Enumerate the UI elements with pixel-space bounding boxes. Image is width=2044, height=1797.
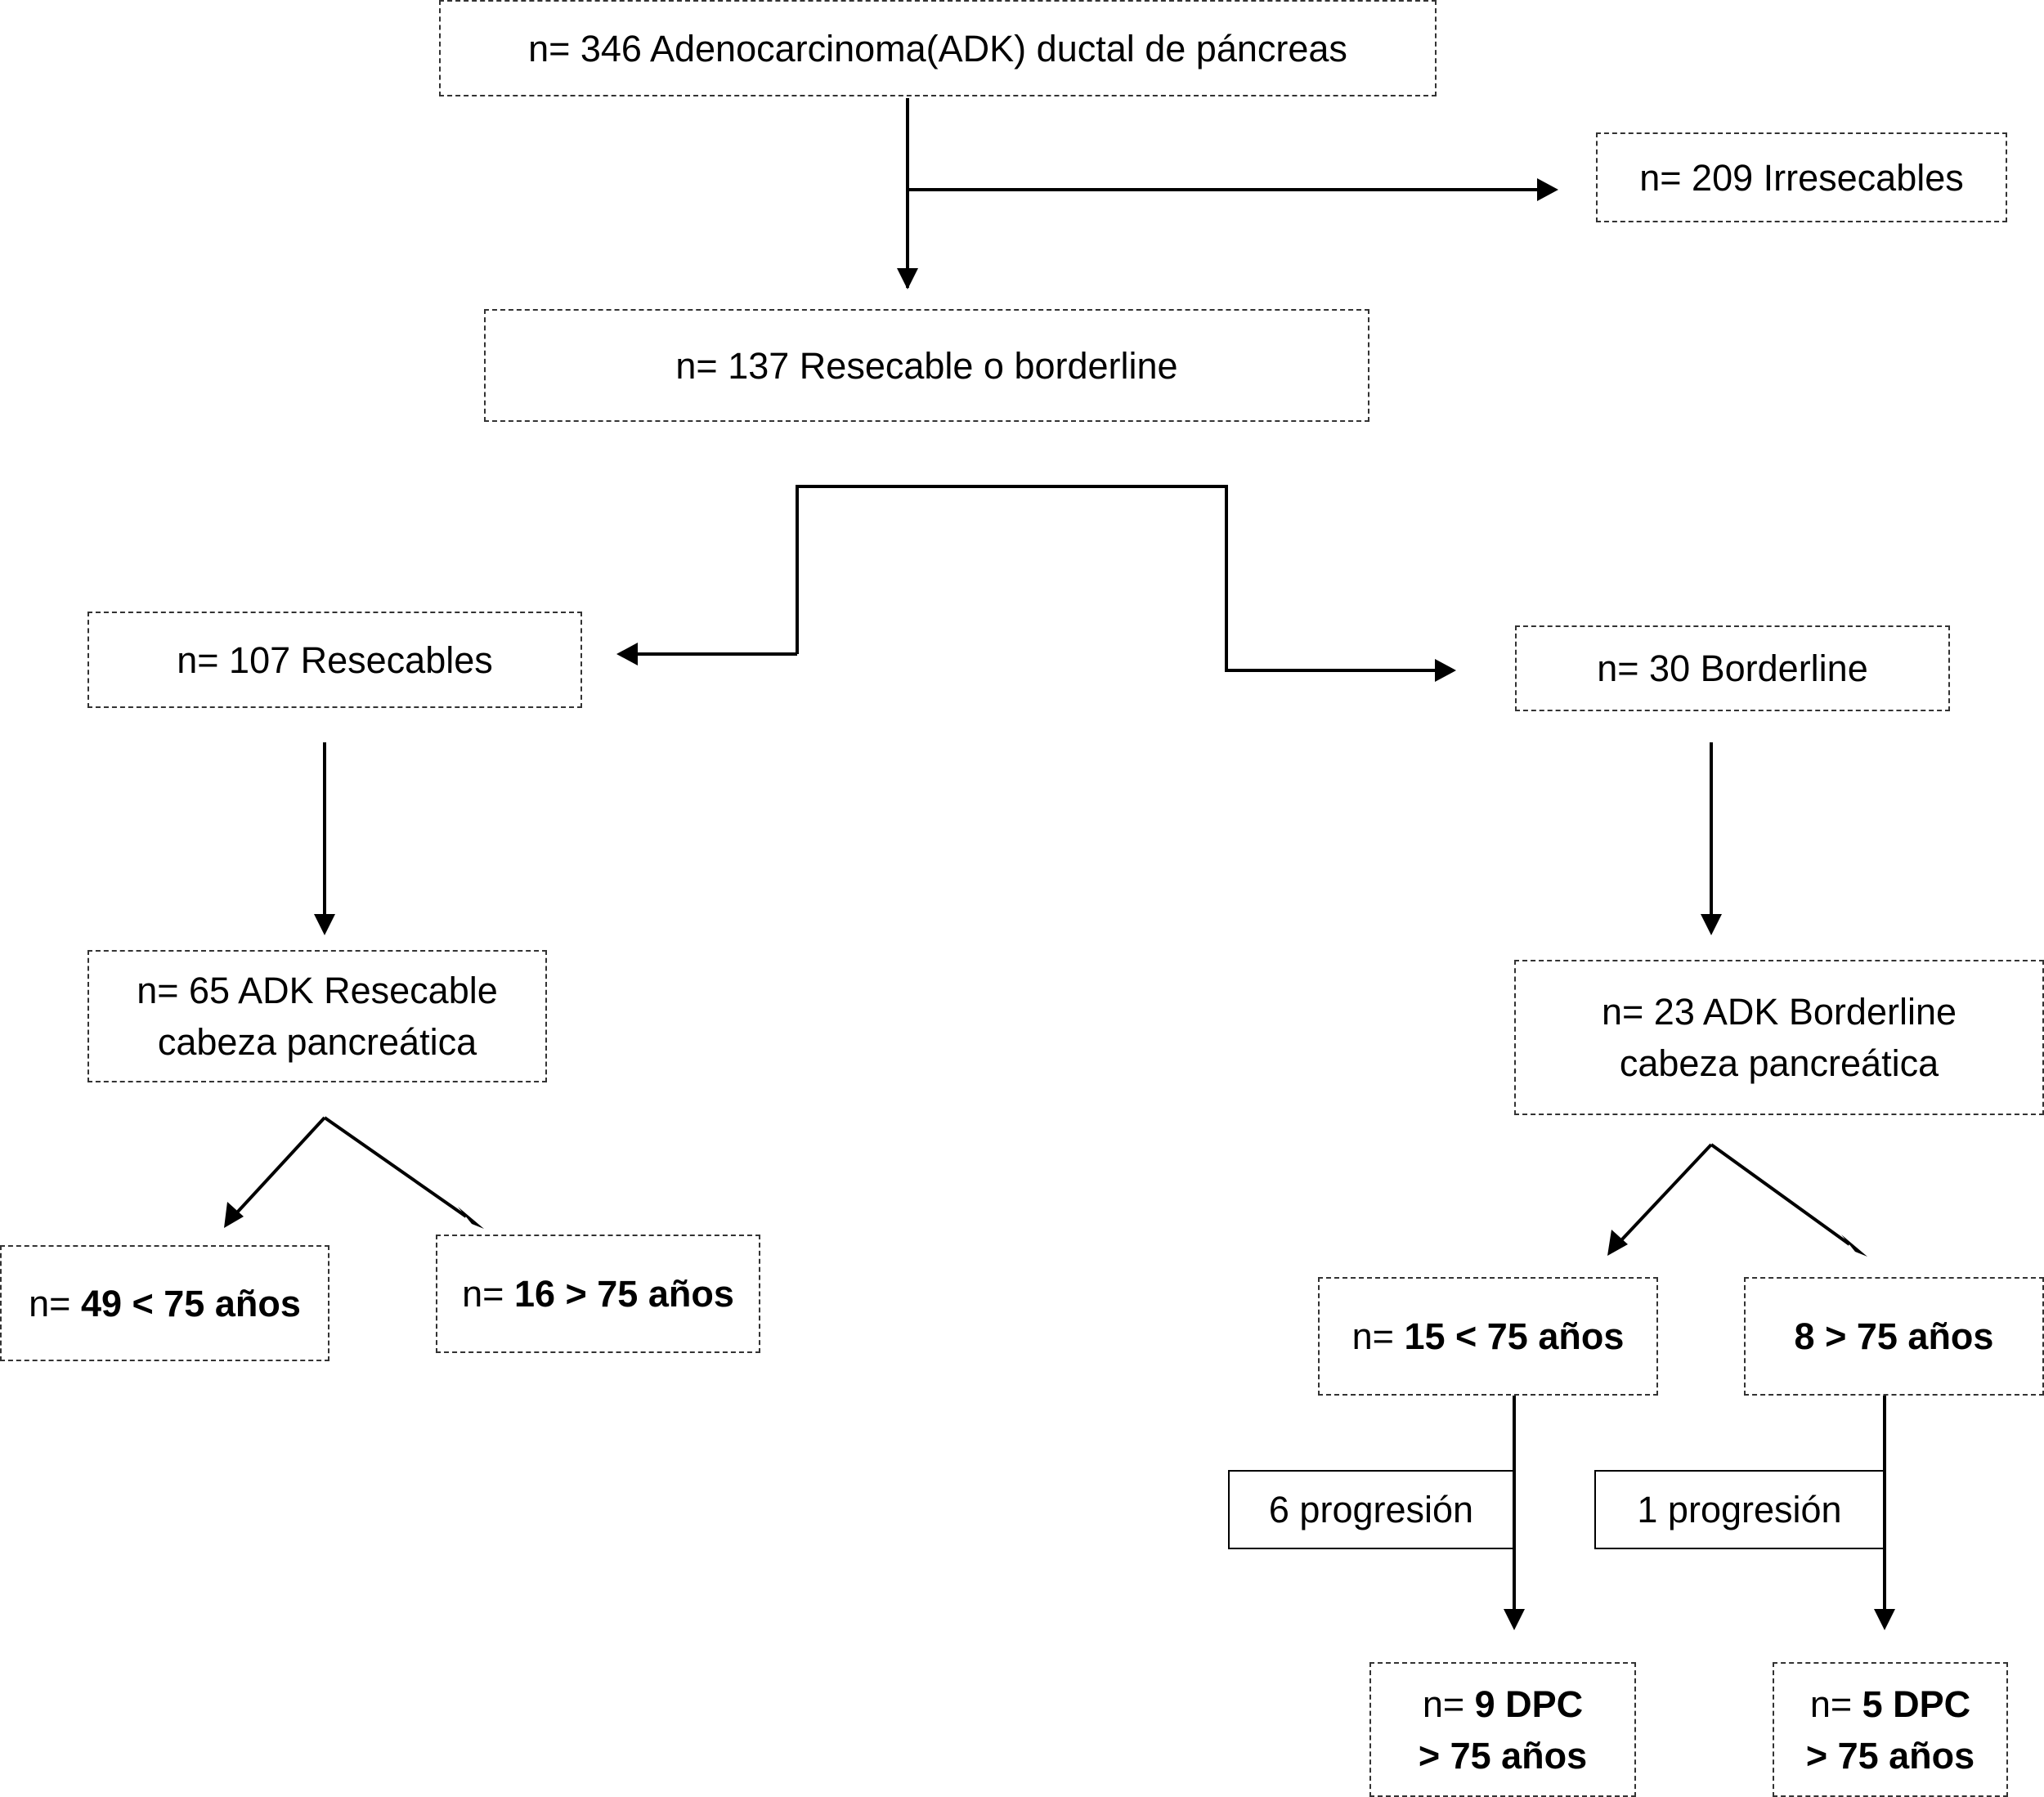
node-bord-under75: n= 15 < 75 años — [1318, 1277, 1658, 1396]
node-dpc-9-line2: > 75 años — [1418, 1734, 1588, 1777]
node-res-under75: n= 49 < 75 años — [0, 1245, 329, 1361]
node-res-under75-label: n= 49 < 75 años — [29, 1282, 301, 1324]
node-bord-under75-label: n= 15 < 75 años — [1351, 1315, 1625, 1357]
node-adk-borderline-line1: n= 23 ADK Borderline — [1601, 991, 1957, 1033]
node-root-label: n= 346 Adenocarcinoma(ADK) ductal de pán… — [528, 27, 1347, 69]
node-res-under75-bold: 49 < 75 años — [80, 1282, 301, 1324]
node-dpc-5: n= 5 DPC > 75 años — [1773, 1662, 2008, 1797]
node-resecable-borderline-label: n= 137 Resecable o borderline — [675, 344, 1178, 387]
node-adk-borderline: n= 23 ADK Borderline cabeza pancreática — [1514, 960, 2044, 1115]
arrowhead — [897, 268, 918, 289]
node-irresecables-label: n= 209 Irresecables — [1639, 156, 1964, 199]
node-dpc-9: n= 9 DPC > 75 años — [1369, 1662, 1636, 1797]
arrowhead — [314, 914, 335, 935]
node-res-over75: n= 16 > 75 años — [436, 1235, 760, 1353]
node-adk-resecable-line2: cabeza pancreática — [157, 1021, 477, 1063]
node-res-over75-label: n= 16 > 75 años — [462, 1273, 734, 1315]
node-dpc-5-line1: n= 5 DPC — [1809, 1683, 1971, 1725]
arrowhead — [1435, 659, 1456, 682]
arrow-adk-bord-to-over75 — [1710, 1143, 1851, 1246]
arrowhead — [616, 643, 638, 665]
node-resecables: n= 107 Resecables — [87, 612, 582, 708]
arrow-adk-res-to-over75 — [323, 1116, 468, 1218]
node-dpc-9-line1: n= 9 DPC — [1422, 1683, 1584, 1725]
node-dpc-5-bold: 5 DPC — [1862, 1683, 1971, 1725]
arrowhead — [1874, 1609, 1895, 1630]
arrowhead — [1607, 1230, 1628, 1256]
arrowhead — [1701, 914, 1722, 935]
arrowhead — [458, 1207, 484, 1229]
node-prog-1-label: 1 progresión — [1637, 1489, 1842, 1530]
node-borderline-label: n= 30 Borderline — [1597, 648, 1868, 689]
node-resecables-label: n= 107 Resecables — [177, 639, 493, 681]
node-adk-borderline-line2: cabeza pancreática — [1619, 1042, 1939, 1084]
node-borderline: n= 30 Borderline — [1515, 625, 1950, 711]
node-dpc-5-line2: > 75 años — [1805, 1734, 1975, 1777]
node-adk-resecable: n= 65 ADK Resecable cabeza pancreática — [87, 950, 547, 1082]
arrow-adk-bord-to-under75 — [1620, 1143, 1713, 1242]
arrowhead — [1504, 1609, 1525, 1630]
node-irresecables: n= 209 Irresecables — [1596, 132, 2007, 222]
split-connector — [796, 485, 1435, 672]
arrowhead — [1841, 1235, 1867, 1257]
node-prog-6: 6 progresión — [1228, 1470, 1514, 1549]
node-prog-1: 1 progresión — [1594, 1470, 1885, 1549]
arrowhead — [224, 1202, 244, 1228]
node-prog-6-label: 6 progresión — [1268, 1489, 1474, 1530]
node-dpc-9-bold: 9 DPC — [1474, 1683, 1584, 1725]
arrow-adk-res-to-under75 — [235, 1116, 326, 1214]
node-root: n= 346 Adenocarcinoma(ADK) ductal de pán… — [439, 0, 1437, 96]
node-bord-over75-label: 8 > 75 años — [1795, 1311, 1994, 1362]
node-bord-under75-bold: 15 < 75 años — [1404, 1315, 1625, 1357]
node-resecable-borderline: n= 137 Resecable o borderline — [484, 309, 1369, 422]
node-res-over75-bold: 16 > 75 años — [513, 1273, 734, 1315]
node-adk-resecable-line1: n= 65 ADK Resecable — [137, 970, 498, 1011]
node-bord-over75: 8 > 75 años — [1744, 1277, 2044, 1396]
arrowhead — [1537, 178, 1558, 201]
node-bord-over75-bold: 8 > 75 años — [1794, 1315, 1994, 1357]
